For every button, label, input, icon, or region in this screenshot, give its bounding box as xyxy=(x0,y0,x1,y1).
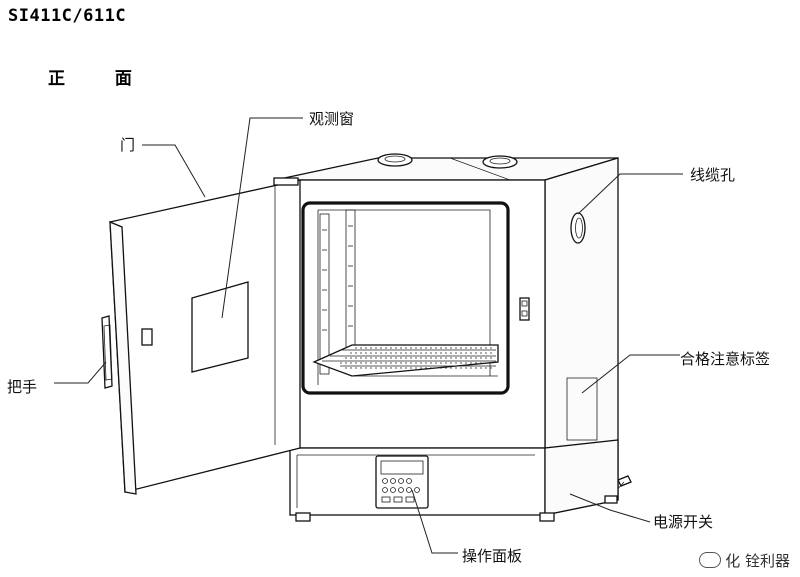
watermark-text: 化 铨利器 xyxy=(725,552,790,570)
leader-switch xyxy=(569,493,651,523)
wechat-icon xyxy=(699,552,722,568)
model-title: SI411C/611C xyxy=(8,6,127,26)
door-latch xyxy=(519,297,530,321)
cert-label-area xyxy=(566,377,598,441)
cabinet-front xyxy=(297,179,546,449)
door-edge xyxy=(109,221,137,495)
label-window: 观测窗 xyxy=(309,110,355,128)
label-power-switch: 电源开关 xyxy=(653,513,714,531)
foot-back xyxy=(604,495,618,504)
label-door: 门 xyxy=(120,136,136,154)
chamber-opening xyxy=(301,201,510,395)
view-title: 正 面 xyxy=(48,69,154,89)
label-cert: 合格注意标签 xyxy=(680,350,771,368)
leader-window xyxy=(221,117,303,319)
rack-rail-left xyxy=(319,213,330,375)
label-handle: 把手 xyxy=(7,378,38,396)
panel-display xyxy=(380,460,424,475)
cable-hole xyxy=(570,212,586,244)
panel-buttons xyxy=(381,478,420,503)
door-handle xyxy=(101,315,113,389)
observation-window xyxy=(191,281,249,373)
label-control-panel: 操作面板 xyxy=(462,547,523,565)
door-catch xyxy=(141,328,153,346)
foot-right xyxy=(539,512,555,522)
leader-door xyxy=(142,144,206,198)
leader-handle xyxy=(54,361,107,384)
door-hinge xyxy=(273,177,299,186)
leader-panel xyxy=(411,489,458,554)
leader-cable xyxy=(577,173,683,215)
leader-cert xyxy=(581,354,680,394)
label-cable-hole: 线缆孔 xyxy=(690,166,736,184)
control-panel xyxy=(375,455,429,509)
foot-left xyxy=(295,512,311,522)
watermark: 化 铨利器 xyxy=(699,550,790,571)
